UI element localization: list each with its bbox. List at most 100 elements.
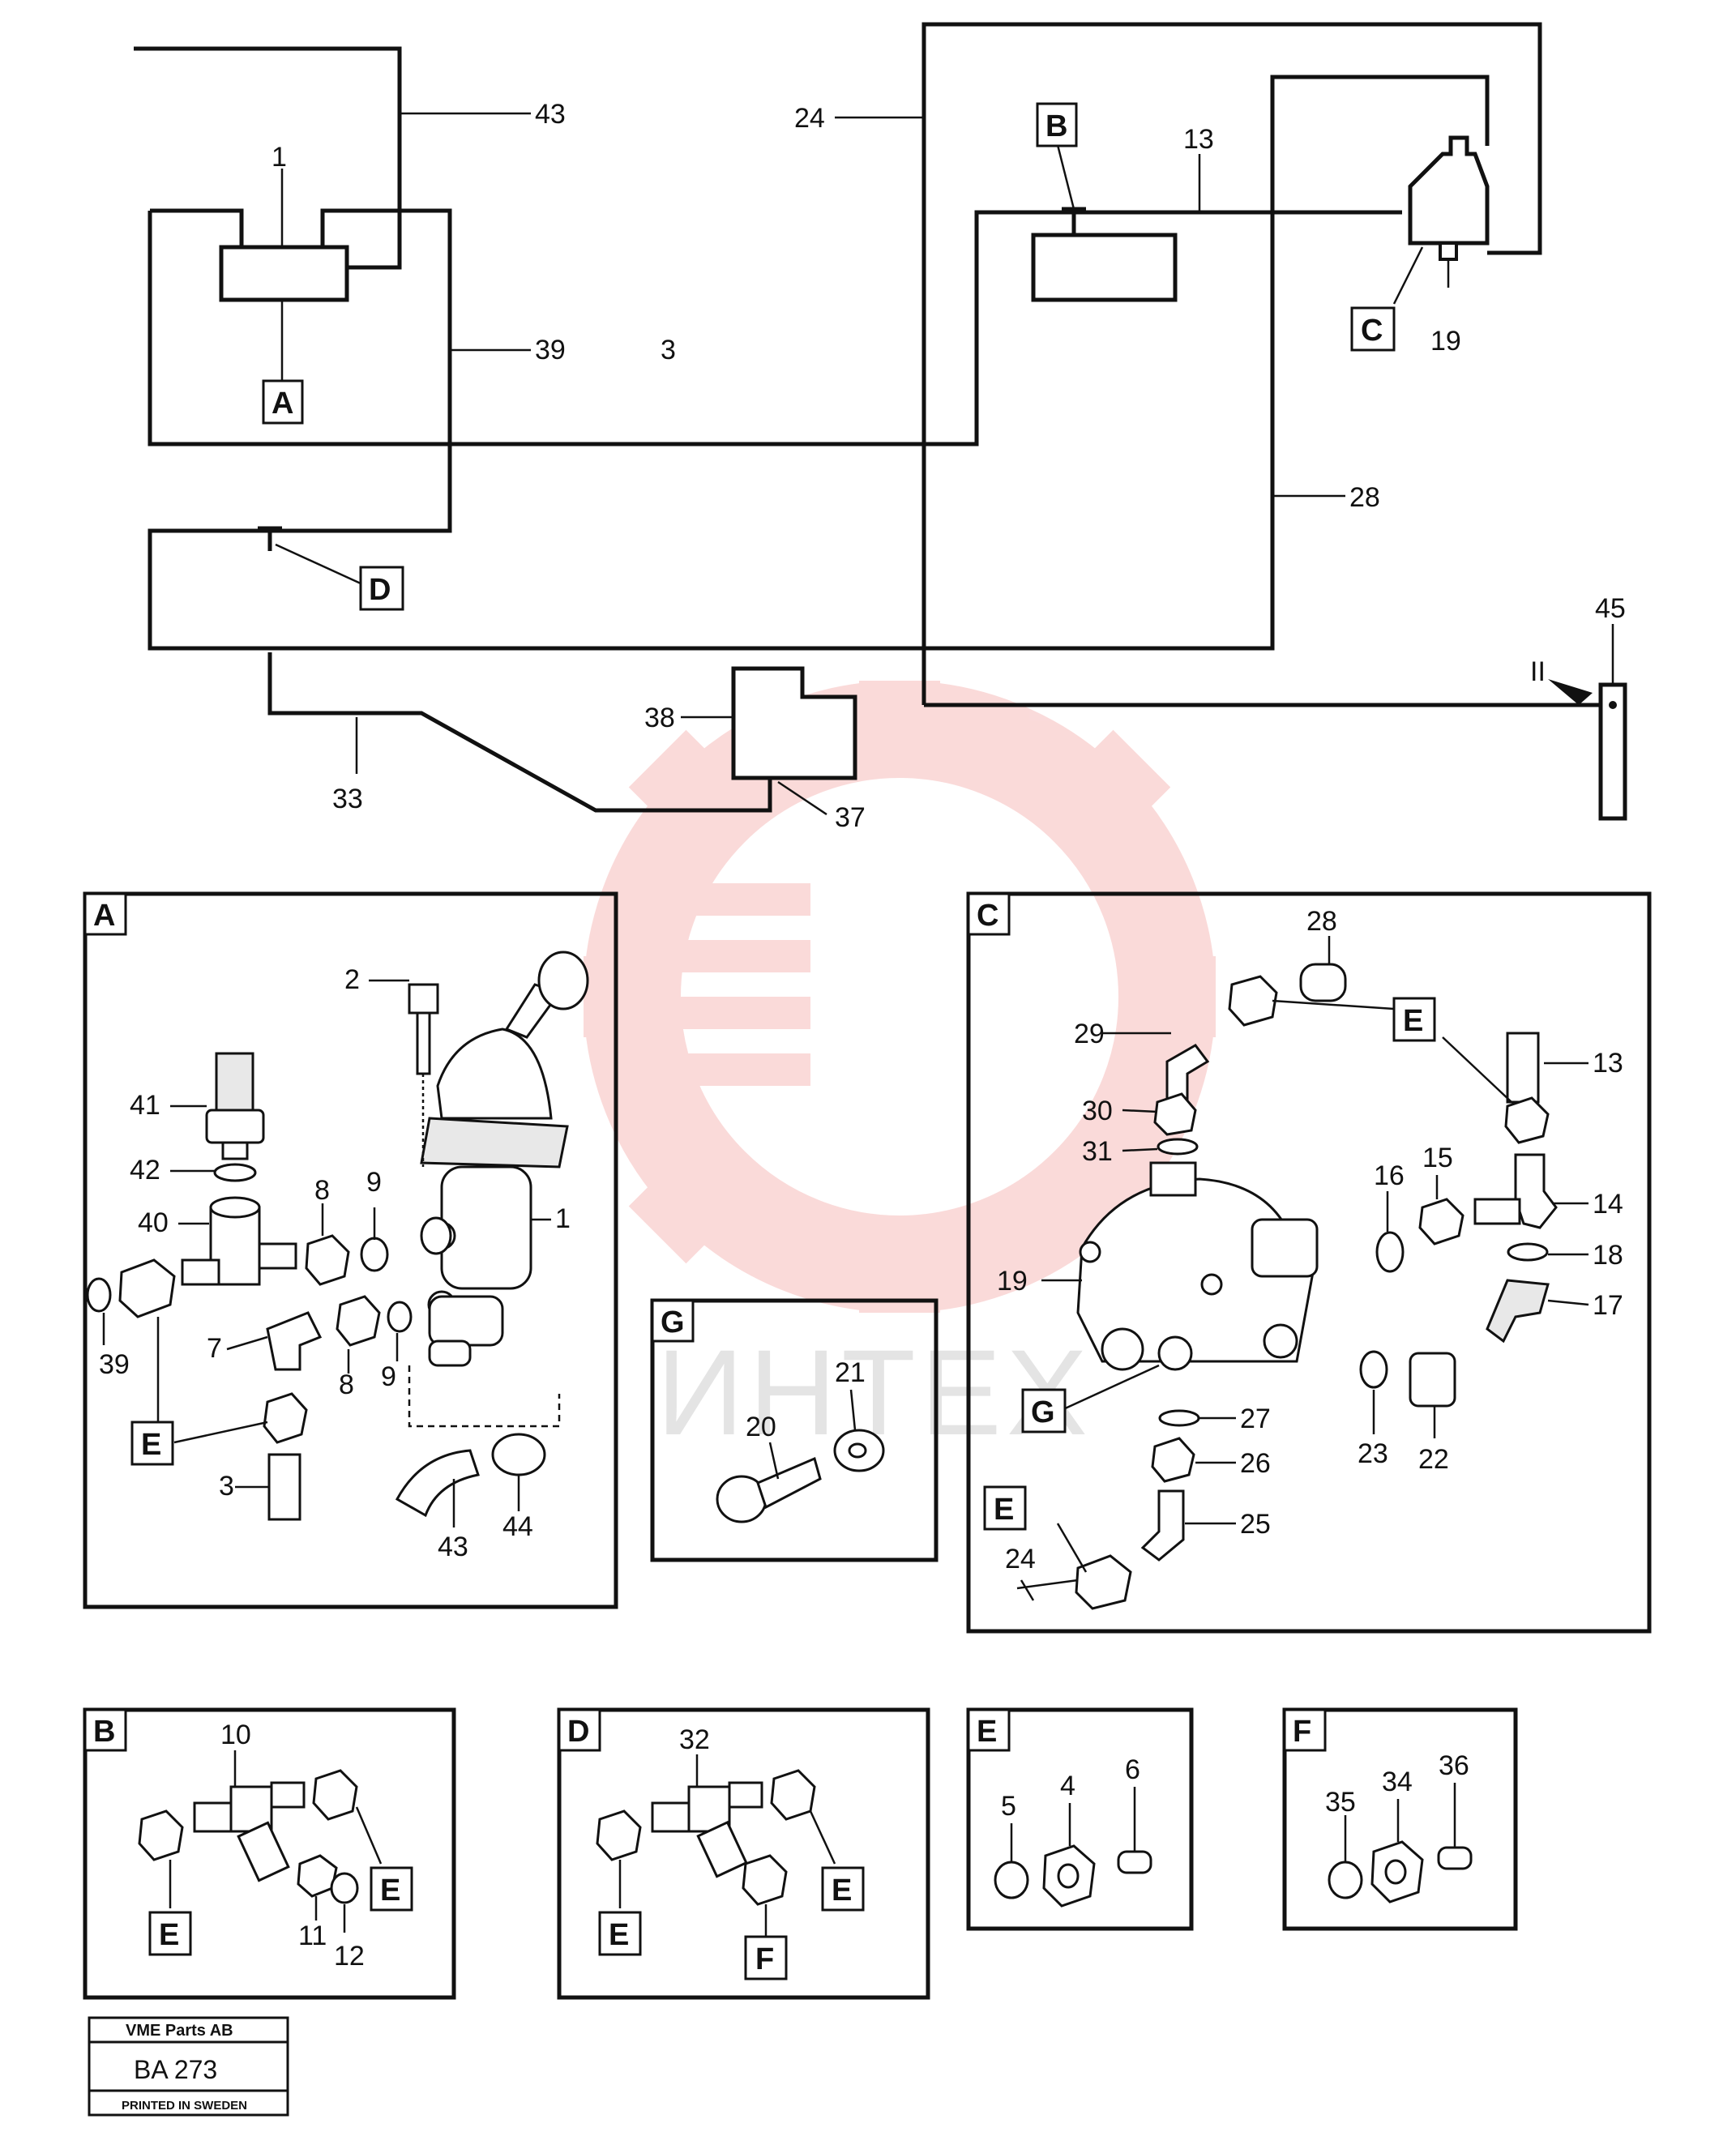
label-26: 26 xyxy=(1240,1448,1271,1479)
nut-e-lower xyxy=(263,1392,308,1444)
box-label-a: A xyxy=(272,387,293,421)
nut-26 xyxy=(1151,1437,1195,1483)
nut-30 xyxy=(1153,1092,1197,1136)
callout-38: 38 xyxy=(644,703,675,733)
pressure-sensor xyxy=(215,1052,254,1112)
schematic: 43 1 39 3 24 13 19 28 33 38 37 45 II A B… xyxy=(134,22,1627,833)
panel-c: C xyxy=(966,891,1652,1634)
label-19: 19 xyxy=(997,1266,1028,1297)
label-10: 10 xyxy=(220,1720,251,1750)
nut-e-left xyxy=(118,1258,176,1318)
washer-31 xyxy=(1157,1138,1199,1156)
label-18: 18 xyxy=(1593,1240,1623,1271)
label-1: 1 xyxy=(555,1203,571,1234)
panel-e: E 5 4 6 xyxy=(966,1707,1194,1931)
callout-13: 13 xyxy=(1183,124,1214,155)
label-41: 41 xyxy=(130,1090,160,1121)
label-e: E xyxy=(141,1428,161,1462)
label-4: 4 xyxy=(1060,1771,1075,1801)
printed-in: PRINTED IN SWEDEN xyxy=(122,2099,247,2113)
box-label-b: B xyxy=(1045,109,1067,143)
nut-b-left xyxy=(138,1809,184,1861)
label-20: 20 xyxy=(746,1412,776,1442)
label-28: 28 xyxy=(1306,906,1337,937)
label-23: 23 xyxy=(1358,1438,1388,1469)
nut-d-right xyxy=(770,1769,816,1821)
label-13: 13 xyxy=(1593,1048,1623,1079)
callout-37: 37 xyxy=(835,802,866,833)
callout-19: 19 xyxy=(1430,326,1461,357)
elbow-7 xyxy=(266,1311,323,1371)
label-36: 36 xyxy=(1439,1750,1469,1781)
nut-e-lower xyxy=(1075,1554,1132,1610)
label-14: 14 xyxy=(1593,1189,1623,1220)
sleeve-35 xyxy=(1328,1861,1363,1899)
valve-17 xyxy=(1486,1279,1550,1344)
arrow-ii xyxy=(1548,679,1593,705)
plug-22 xyxy=(1409,1352,1456,1408)
watermark-gear xyxy=(584,681,1216,1313)
label-11: 11 xyxy=(298,1921,327,1951)
label-30: 30 xyxy=(1082,1096,1113,1126)
tube-28 xyxy=(1299,963,1347,1002)
label-43: 43 xyxy=(438,1532,468,1562)
label-31: 31 xyxy=(1082,1136,1113,1167)
label-9-upper: 9 xyxy=(366,1167,382,1198)
label-34: 34 xyxy=(1382,1767,1413,1797)
label-7: 7 xyxy=(207,1333,222,1364)
nut-15 xyxy=(1418,1198,1464,1245)
hose-43 xyxy=(395,1449,480,1518)
label-42: 42 xyxy=(130,1155,160,1186)
label-e-left: E xyxy=(609,1918,629,1952)
callout-39: 39 xyxy=(535,335,566,365)
label-e-right: E xyxy=(380,1874,400,1908)
washer-27 xyxy=(1158,1409,1200,1427)
panel-g-title: G xyxy=(661,1305,685,1339)
panel-d: D 32 E E F xyxy=(557,1707,930,2000)
nut-d-left xyxy=(596,1809,642,1861)
label-40: 40 xyxy=(138,1207,169,1238)
label-2: 2 xyxy=(344,964,360,995)
label-g: G xyxy=(1031,1395,1055,1429)
component-1 xyxy=(219,245,349,302)
washer-18 xyxy=(1507,1242,1549,1262)
panel-g: G 20 21 xyxy=(650,1298,939,1562)
panel-e-title: E xyxy=(977,1715,997,1749)
label-35: 35 xyxy=(1325,1787,1356,1818)
label-8-lower: 8 xyxy=(339,1369,354,1400)
insert-36 xyxy=(1437,1846,1473,1870)
bolt-20-shank xyxy=(756,1456,822,1510)
panel-f-title: F xyxy=(1293,1715,1311,1749)
label-16: 16 xyxy=(1374,1160,1405,1191)
sleeve-5 xyxy=(994,1861,1029,1899)
box-label-d: D xyxy=(369,573,391,607)
washer-16 xyxy=(1375,1231,1405,1273)
panel-a-title: A xyxy=(93,899,115,933)
insert-6 xyxy=(1117,1850,1152,1874)
box-label-c: C xyxy=(1361,314,1383,348)
callout-28: 28 xyxy=(1349,482,1380,513)
valve-body xyxy=(440,1165,532,1290)
label-e-left: E xyxy=(159,1918,179,1952)
line-28 xyxy=(148,75,1490,651)
washer-23 xyxy=(1359,1350,1388,1389)
elbow-14 xyxy=(1514,1153,1558,1229)
label-17: 17 xyxy=(1593,1290,1623,1321)
panel-d-title: D xyxy=(567,1715,589,1749)
label-27: 27 xyxy=(1240,1404,1271,1434)
nut-e-upper xyxy=(1228,975,1278,1027)
title-block: VME Parts AB BA 273 PRINTED IN SWEDEN xyxy=(88,2016,289,2117)
callout-43: 43 xyxy=(535,99,566,130)
label-e-right: E xyxy=(832,1874,852,1908)
label-e-lower: E xyxy=(994,1493,1014,1527)
drawing-number: BA 273 xyxy=(134,2055,217,2084)
label-21: 21 xyxy=(835,1357,866,1388)
panel-f: F 35 34 36 xyxy=(1282,1707,1518,1931)
label-12: 12 xyxy=(334,1941,365,1972)
component-19 xyxy=(1408,135,1490,246)
panel-b-title: B xyxy=(93,1715,115,1749)
washer-12 xyxy=(330,1872,359,1904)
company-name: VME Parts AB xyxy=(126,2022,233,2040)
label-22: 22 xyxy=(1418,1444,1449,1475)
